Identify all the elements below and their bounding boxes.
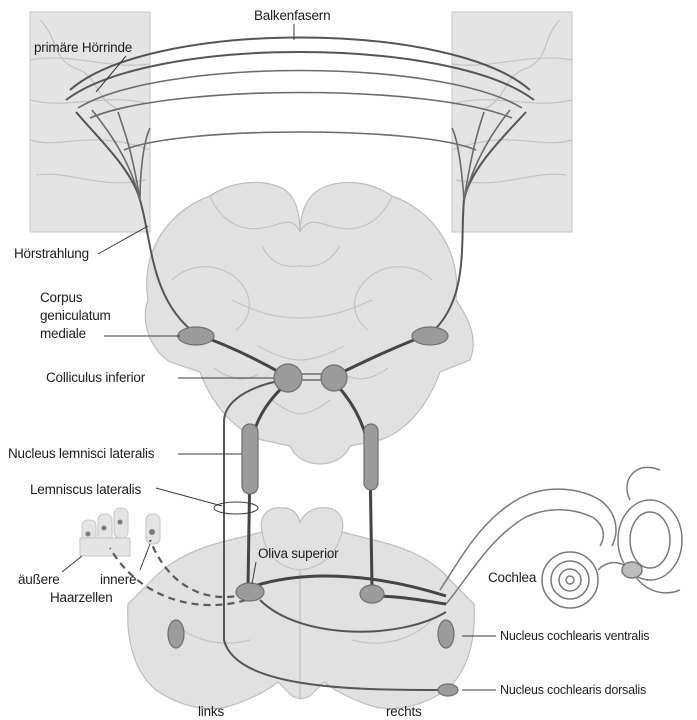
label-aeussere: äußere <box>18 572 60 587</box>
corpus-geniculatum-left <box>178 327 214 345</box>
label-nucleus-cochlearis-ventralis: Nucleus cochlearis ventralis <box>500 629 649 643</box>
label-cochlea: Cochlea <box>488 570 537 585</box>
label-rechts: rechts <box>386 704 422 719</box>
label-hoerstrahlung: Hörstrahlung <box>14 246 89 261</box>
colliculus-inferior-right <box>321 365 347 391</box>
label-colliculus-inferior: Colliculus inferior <box>46 370 146 385</box>
label-links: links <box>198 704 224 719</box>
cochlea-illustration <box>440 467 682 608</box>
nucleus-lemnisci-right <box>364 424 378 490</box>
oliva-superior-right <box>360 585 384 603</box>
label-balkenfasern: Balkenfasern <box>254 8 330 23</box>
label-primaere-hoerrinde: primäre Hörrinde <box>34 40 132 55</box>
nucleus-cochlearis-ventralis-left <box>168 620 184 648</box>
label-lemniscus-lateralis: Lemniscus lateralis <box>30 482 141 497</box>
label-oliva-superior: Oliva superior <box>258 546 339 561</box>
corpus-geniculatum-right <box>412 327 448 345</box>
colliculus-inferior-left <box>274 364 302 392</box>
label-nucleus-lemnisci-lateralis: Nucleus lemnisci lateralis <box>8 446 155 461</box>
label-innere: innere <box>100 572 136 587</box>
nucleus-cochlearis-dorsalis <box>438 684 458 696</box>
right-cortex-slice <box>452 12 572 232</box>
midbrain-outline <box>145 182 473 464</box>
oliva-superior-left <box>236 583 264 601</box>
nucleus-cochlearis-ventralis <box>438 620 454 648</box>
nucleus-lemnisci-left <box>242 424 258 494</box>
label-corpus-line1: Corpus <box>40 290 83 305</box>
lemniscus-marker <box>214 502 258 514</box>
brainstem-outline <box>128 508 475 709</box>
label-haarzellen: Haarzellen <box>50 590 113 605</box>
label-nucleus-cochlearis-dorsalis: Nucleus cochlearis dorsalis <box>500 683 646 697</box>
label-corpus-line3: mediale <box>40 326 86 341</box>
label-corpus-line2: geniculatum <box>40 308 111 323</box>
